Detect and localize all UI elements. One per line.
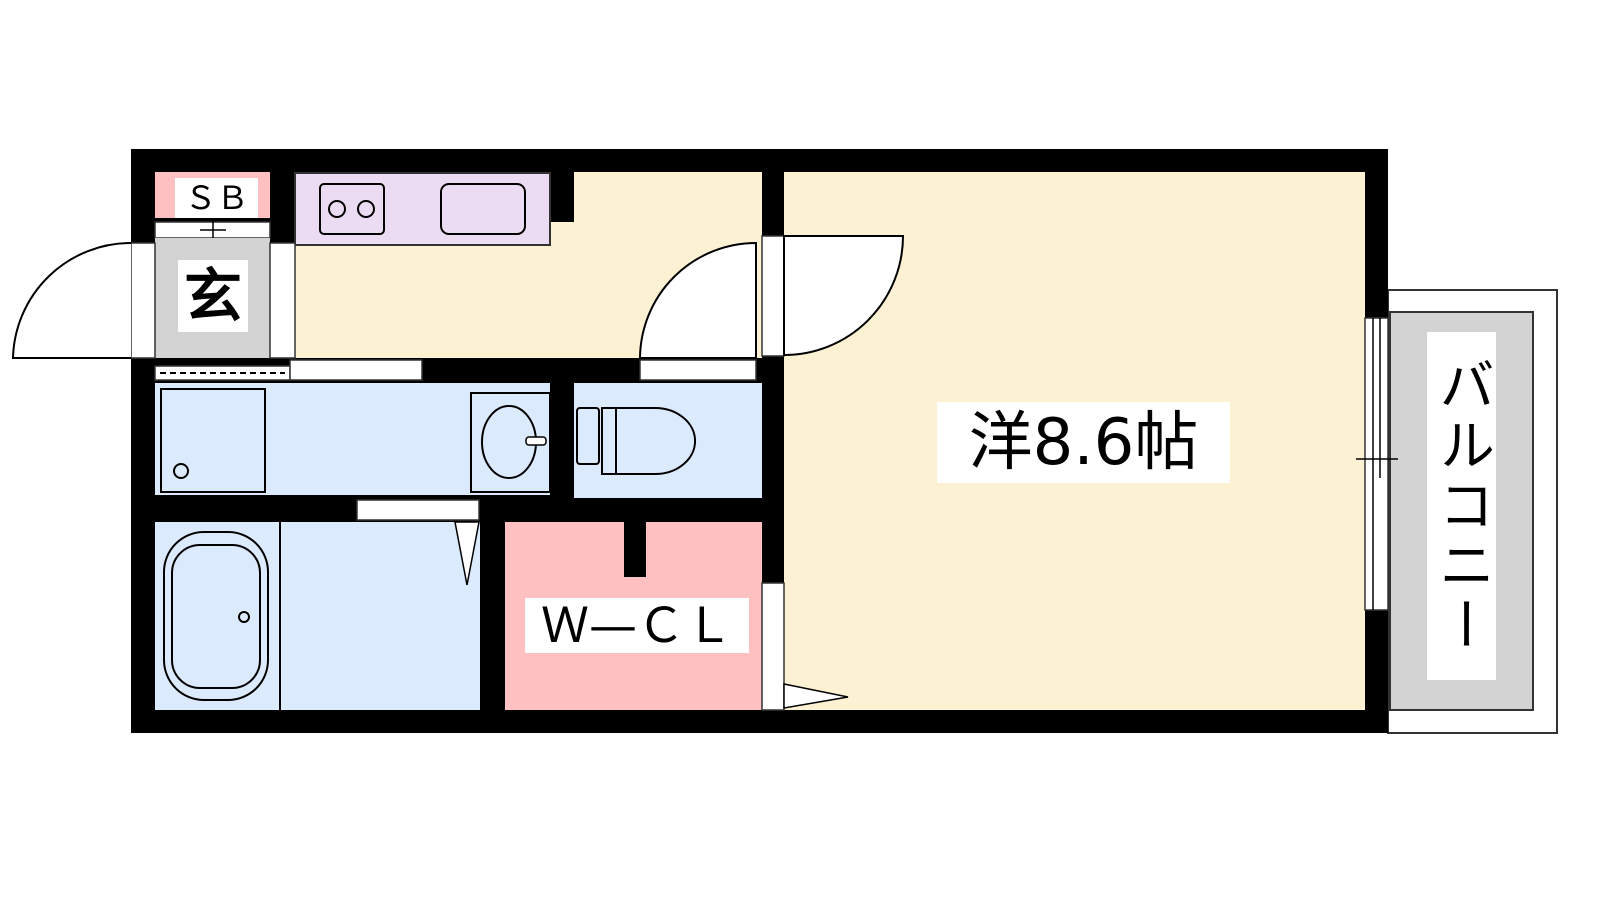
bathroom-door[interactable] xyxy=(356,499,480,521)
balcony-window[interactable] xyxy=(1364,317,1389,611)
closet-label: Ｗ—ＣＬ xyxy=(525,598,749,653)
washing-machine-pan-icon xyxy=(160,388,266,493)
western-room-label: 洋8.6帖 xyxy=(937,402,1230,483)
closet-door[interactable] xyxy=(761,582,785,711)
toilet-icon xyxy=(576,407,600,465)
front-door-frame xyxy=(130,242,156,359)
burner-icon xyxy=(357,200,375,218)
toilet-room-floor xyxy=(574,383,762,498)
front-door-swing-icon[interactable] xyxy=(11,242,132,359)
entrance-label: 玄 xyxy=(178,260,248,332)
stove-icon xyxy=(319,183,385,235)
shoe-box-label: ＳＢ xyxy=(175,178,258,218)
room-door-swing-icon[interactable] xyxy=(783,235,905,357)
washbasin-icon xyxy=(470,392,551,493)
toilet-door-swing-icon[interactable] xyxy=(638,241,757,359)
bathtub-icon xyxy=(163,531,269,701)
balcony-label: バルコニー xyxy=(1427,332,1496,680)
washroom-door[interactable] xyxy=(289,359,423,381)
pillar xyxy=(550,172,574,222)
sink-icon xyxy=(440,183,526,235)
burner-icon xyxy=(328,200,346,218)
bathroom-floor xyxy=(155,522,480,710)
entrance-step xyxy=(269,242,296,359)
washroom-floor xyxy=(155,383,550,495)
